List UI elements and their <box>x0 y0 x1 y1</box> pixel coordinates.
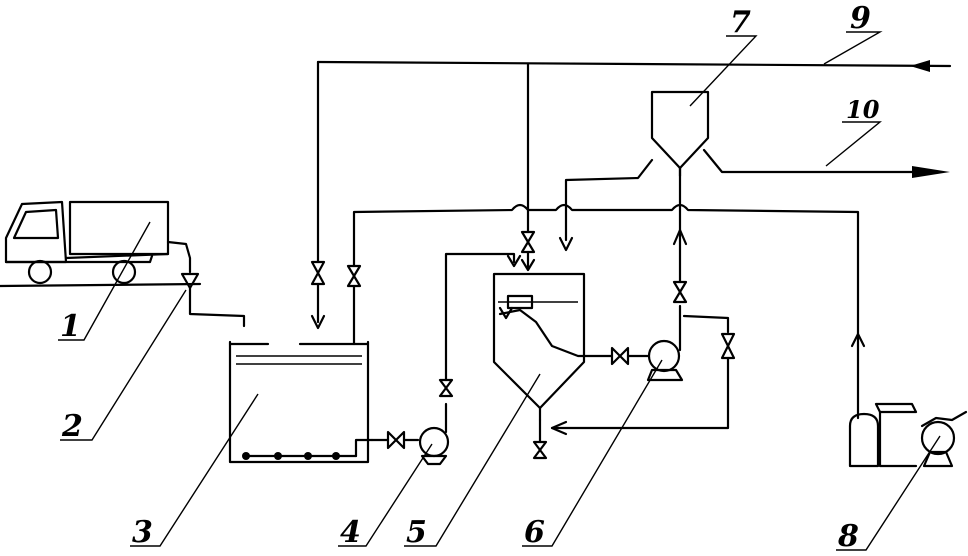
callout-3: 3 <box>130 393 259 550</box>
callout-2: 2 <box>60 289 187 444</box>
callout-6: 6 <box>522 359 663 550</box>
check-valve <box>180 272 246 328</box>
pump-6 <box>550 166 736 436</box>
hydrocyclone-7 <box>558 90 950 252</box>
callout-5: 5 <box>404 373 541 550</box>
receiving-tank <box>228 340 374 464</box>
pump-4 <box>370 252 522 466</box>
label-10: 10 <box>846 95 880 124</box>
tanker-truck <box>0 200 202 288</box>
supply-line-9 <box>310 60 952 330</box>
label-2: 2 <box>61 409 83 444</box>
label-3: 3 <box>132 515 153 550</box>
callout-4: 4 <box>338 443 433 550</box>
label-4: 4 <box>340 515 361 550</box>
callout-8: 8 <box>836 435 941 554</box>
distribution-line <box>346 203 866 420</box>
label-6: 6 <box>524 515 545 550</box>
label-9: 9 <box>850 1 871 36</box>
settler-5 <box>492 272 650 460</box>
label-7: 7 <box>730 5 751 40</box>
label-1: 1 <box>60 309 81 344</box>
label-8: 8 <box>837 519 859 554</box>
callout-9: 9 <box>823 1 883 65</box>
callout-7: 7 <box>689 5 758 107</box>
callout-10: 10 <box>825 95 882 167</box>
dosing-unit-8 <box>848 402 968 468</box>
label-5: 5 <box>406 515 427 550</box>
callout-1: 1 <box>58 221 151 344</box>
